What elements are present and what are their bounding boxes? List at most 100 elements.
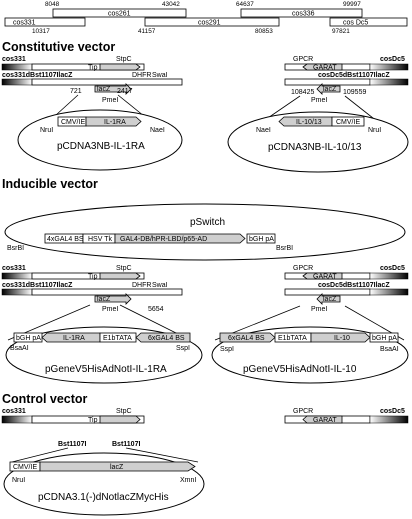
cos336-label: cos336 bbox=[292, 11, 315, 18]
plasmid-pgene-il10: 6xGAL4 BS E1bTATA IL-10 bGH pA SspI BsaA… bbox=[211, 326, 409, 384]
swai-label: SwaI bbox=[152, 72, 168, 79]
hsvtk-label: HSV Tk bbox=[88, 236, 112, 243]
site-xmni: XmnI bbox=[180, 477, 196, 484]
plasmid-label: pCDNA3NB-IL-10/13 bbox=[268, 142, 362, 153]
site-sspi: SspI bbox=[176, 345, 190, 352]
e1btata-label: E1bTATA bbox=[278, 335, 307, 342]
lacz-arrow bbox=[39, 461, 196, 472]
tip-label: Tip bbox=[88, 417, 98, 424]
coord-64637: 64637 bbox=[236, 1, 254, 8]
pos-5654: 5654 bbox=[148, 306, 164, 313]
section-control: Control vector bbox=[2, 392, 88, 406]
dhfr-label: DHFR bbox=[132, 282, 151, 289]
section-constitutive: Constitutive vector bbox=[2, 40, 115, 54]
cmv-box bbox=[331, 116, 365, 127]
cmv-label: CMV/IE bbox=[336, 119, 360, 126]
left-cos-gradient bbox=[1, 272, 33, 280]
right-lacz-arrow bbox=[316, 293, 341, 305]
left-sub-label: cos331dBst1107IlacZ bbox=[2, 282, 73, 289]
il10-label: IL-10 bbox=[334, 335, 350, 342]
right-lacz-arrow bbox=[316, 83, 341, 95]
garat-label: GARAT bbox=[313, 65, 337, 72]
swai-label: SwaI bbox=[152, 282, 168, 289]
tip-label: Tip bbox=[88, 274, 98, 281]
left-cos-gradient-2 bbox=[1, 78, 33, 86]
plasmid-label: pCDNA3.1(-)dNotlacZMycHis bbox=[38, 492, 169, 503]
cos291-label: cos291 bbox=[198, 20, 221, 27]
control-left-arm: cos331 StpC Tip Bst1107I Bst1107I bbox=[1, 408, 145, 448]
pos-721: 721 bbox=[70, 88, 82, 95]
bgh-label: bGH pA bbox=[16, 335, 41, 342]
lacz-arrow bbox=[94, 293, 132, 305]
coord-43042: 43042 bbox=[162, 1, 180, 8]
right-cos-label: cosDc5 bbox=[380, 265, 405, 272]
connector bbox=[11, 447, 69, 463]
plasmid-control: CMV/IE lacZ NruI XmnI pCDNA3.1(-)dNotlac… bbox=[3, 452, 205, 516]
il1013-label: IL-10/13 bbox=[296, 119, 322, 126]
left-cos-label: cos331 bbox=[2, 408, 26, 415]
right-cos-label: cosDc5 bbox=[380, 56, 405, 63]
right-cos-gradient-2 bbox=[369, 288, 409, 296]
constitutive-left-arm: cos331 StpC Tip cos331dBst1107IlacZ DHFR… bbox=[1, 56, 183, 104]
gal4-arrow bbox=[135, 332, 191, 343]
section-inducible: Inducible vector bbox=[2, 177, 98, 191]
site-nrui: NruI bbox=[40, 127, 53, 134]
right-lacz-label: lacZ bbox=[323, 296, 337, 303]
coord-99997: 99997 bbox=[343, 1, 361, 8]
dhfr-label: DHFR bbox=[132, 72, 151, 79]
pmei-label: PmeI bbox=[102, 97, 118, 104]
gpcr-label: GPCR bbox=[293, 56, 313, 63]
gal4db-label: GAL4-DB/hPR-LBD/p65-AD bbox=[120, 236, 207, 243]
lacz-label: lacZ bbox=[97, 296, 111, 303]
control-right-arm: GPCR cosDc5 GARAT bbox=[284, 408, 409, 424]
coord-41157: 41157 bbox=[138, 28, 156, 35]
cos331-label: cos331 bbox=[13, 20, 36, 27]
right-pmei-label: PmeI bbox=[311, 306, 327, 313]
right-cos-gradient bbox=[369, 63, 409, 71]
bgh-box bbox=[246, 233, 276, 244]
right-arm-bar-2 bbox=[284, 78, 371, 86]
stpc-label: StpC bbox=[116, 265, 132, 272]
gal4-label: 6xGAL4 BS bbox=[228, 335, 265, 342]
site-bsaai: BsaAI bbox=[10, 345, 29, 352]
stpc-label: StpC bbox=[116, 408, 132, 415]
constitutive-right-arm: GPCR cosDc5 GARAT cosDc5dBst1107IlacZ la… bbox=[284, 56, 409, 104]
tip-arrow bbox=[99, 272, 141, 280]
site-bsaai: BsaAI bbox=[380, 346, 399, 353]
site-naei: NaeI bbox=[150, 127, 165, 134]
left-arm-bar bbox=[31, 272, 145, 280]
right-cos-gradient-2 bbox=[369, 78, 409, 86]
pswitch-label: pSwitch bbox=[190, 217, 225, 228]
plasmid-il1013: IL-10/13 CMV/IE NaeI NruI pCDNA3NB-IL-10… bbox=[227, 111, 409, 173]
garat-label: GARAT bbox=[313, 417, 337, 424]
il1ra-label: IL-1RA bbox=[104, 119, 126, 126]
bgh-box bbox=[369, 332, 399, 343]
site-naei: NaeI bbox=[256, 127, 271, 134]
coord-80853: 80853 bbox=[255, 28, 273, 35]
left-cos-gradient-2 bbox=[1, 288, 33, 296]
garat-arrow bbox=[302, 415, 343, 424]
left-cos-gradient bbox=[1, 63, 33, 71]
bst1107i-label-1: Bst1107I bbox=[58, 441, 86, 448]
tip-arrow bbox=[99, 63, 141, 71]
garat-arrow bbox=[302, 63, 343, 71]
right-cos-gradient bbox=[369, 272, 409, 280]
bgh-label: bGH pA bbox=[249, 236, 274, 243]
right-sub-label: cosDc5dBst1107IlacZ bbox=[318, 282, 390, 289]
plasmid-il1ra: CMV/IE IL-1RA NruI NaeI pCDNA3NB-IL-1RA bbox=[17, 109, 183, 171]
il1ra-label: IL-1RA bbox=[63, 335, 85, 342]
e1btata-label: E1bTATA bbox=[103, 335, 132, 342]
stpc-label: StpC bbox=[116, 56, 132, 63]
il1ra-arrow bbox=[85, 116, 142, 127]
pos-108425: 108425 bbox=[291, 89, 314, 96]
right-cos-label: cosDc5 bbox=[380, 408, 405, 415]
lacz-label: lacZ bbox=[110, 464, 124, 471]
garat-arrow bbox=[302, 272, 343, 280]
right-pmei-label: PmeI bbox=[311, 97, 327, 104]
cos261-bar bbox=[52, 8, 187, 18]
inducible-left-arm: cos331 StpC Tip cos331dBst1107IlacZ DHFR… bbox=[1, 265, 183, 313]
gpcr-label: GPCR bbox=[293, 265, 313, 272]
right-sub-label: cosDc5dBst1107IlacZ bbox=[318, 72, 390, 79]
cosdc5-label: cos Dc5 bbox=[343, 20, 368, 27]
